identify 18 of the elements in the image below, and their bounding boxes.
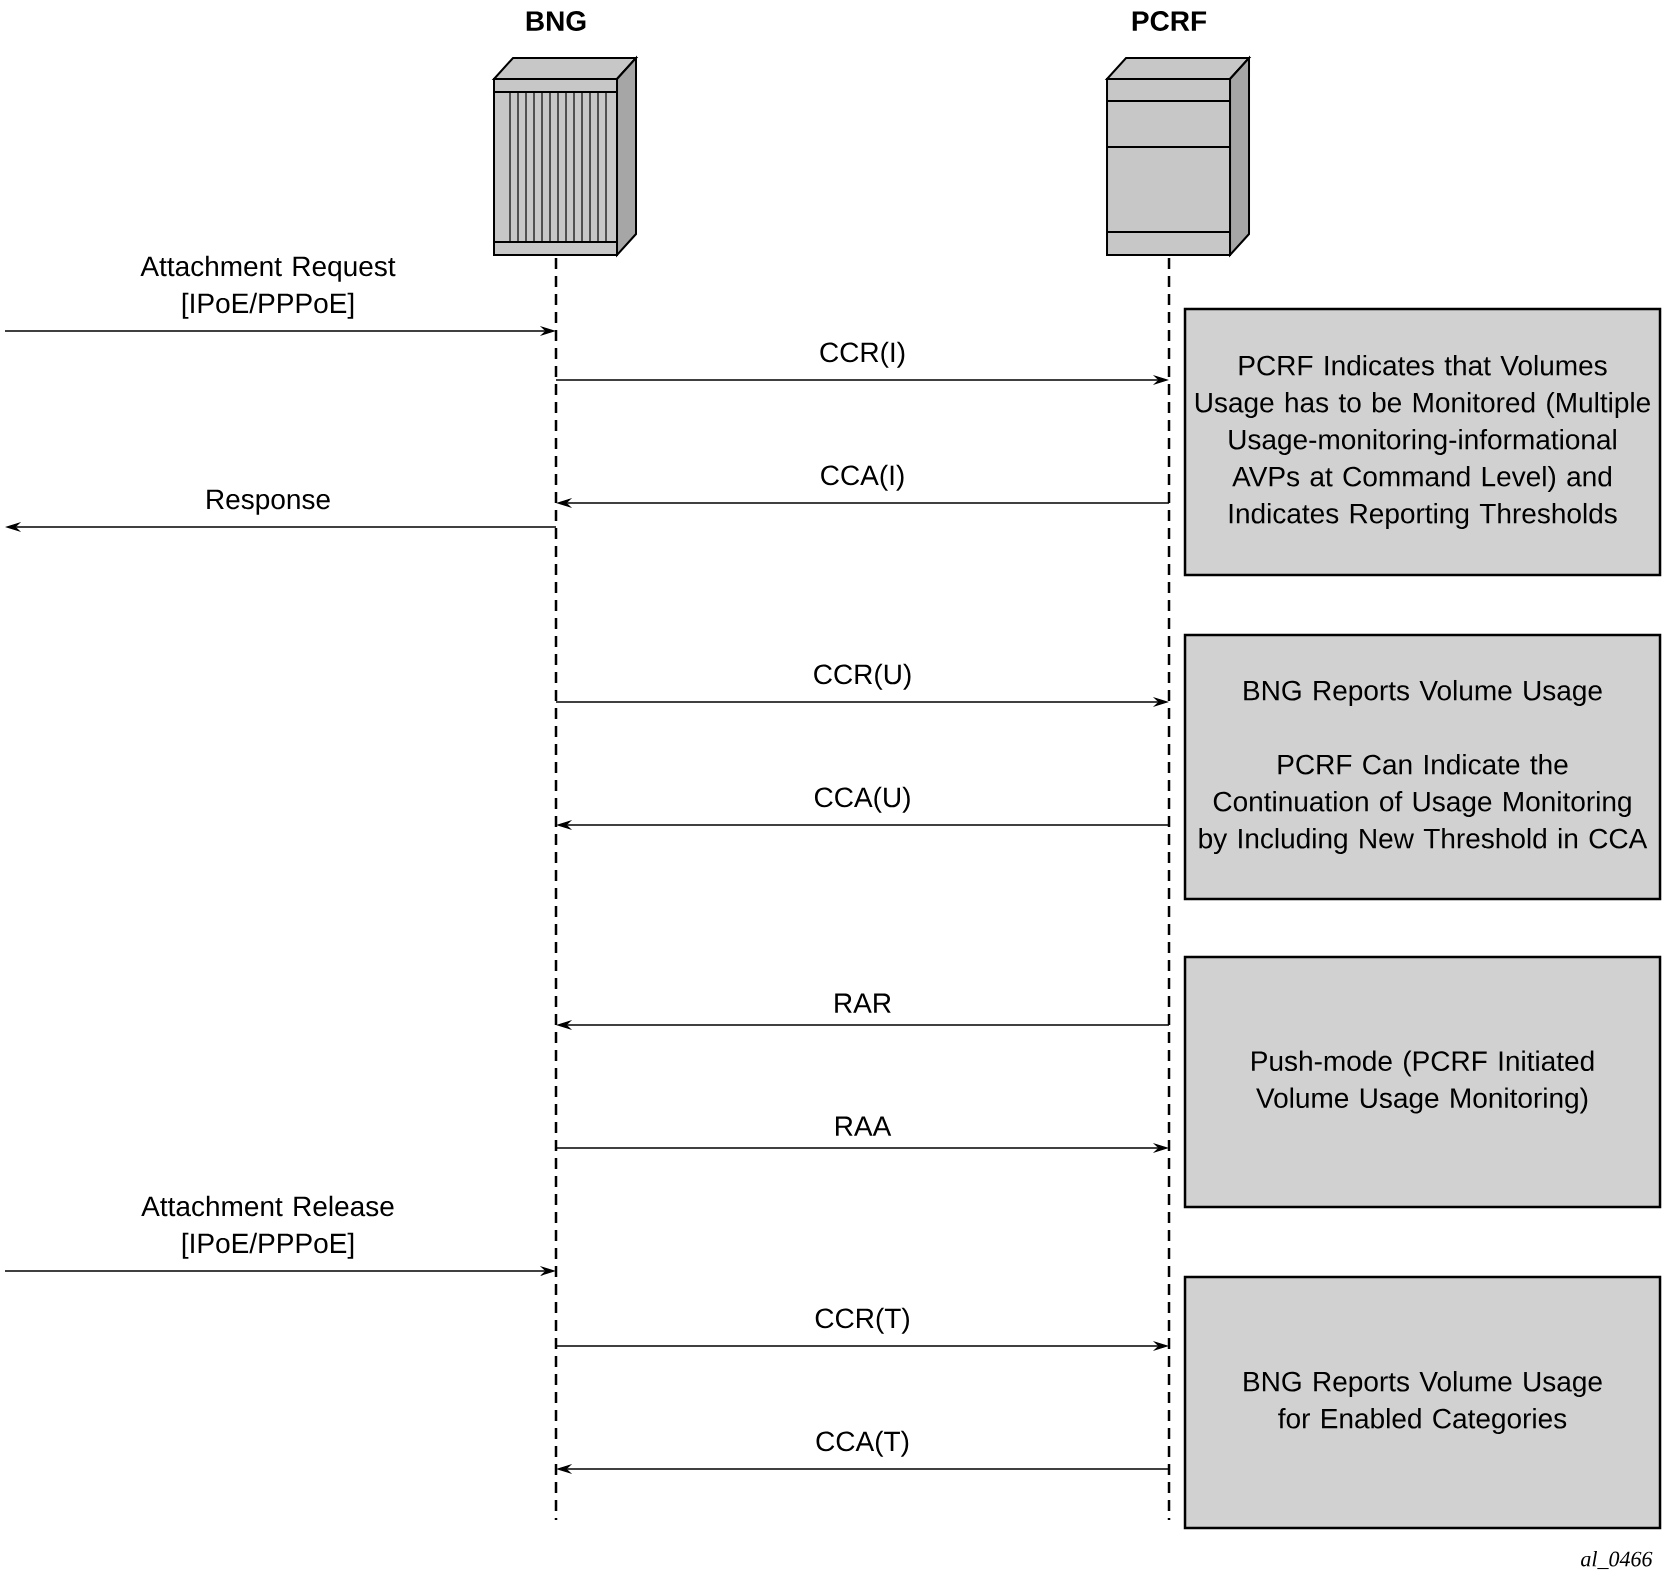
note-box: Push-mode (PCRF Initiated Volume Usage Monitoring)	[1183, 955, 1662, 1209]
edge-label: CCR(U)	[814, 663, 911, 690]
edge-label: CCA(T)	[816, 1430, 909, 1457]
edge-label: Attachment Release [IPoE/PPPoE]	[141, 1195, 394, 1259]
edge-label: CCA(I)	[821, 464, 904, 491]
note-box: BNG Reports Volume Usage for Enabled Categories	[1183, 1275, 1662, 1530]
note-box: BNG Reports Volume Usage PCRF Can Indicate the Continuation of Usage Monitoring by Including New Threshold in CCA	[1183, 633, 1662, 901]
note-box: PCRF Indicates that Volumes Usage has to be Monitored (Multiple Usage-monitoring-informational AVPs at Command Level) and Indicates Reporting Thresholds	[1183, 307, 1662, 577]
lifeline-title: PCRF	[1132, 11, 1207, 31]
edge-label: RAR	[835, 993, 891, 1013]
edge-label: CCR(I)	[820, 341, 905, 368]
edge-label: Response	[207, 489, 330, 515]
edge-label: RAA	[836, 1116, 892, 1136]
figure-id: al_0466	[1581, 1550, 1653, 1570]
edge-label: CCR(T)	[815, 1307, 909, 1334]
lifeline-title: BNG	[526, 11, 586, 31]
edge-label: CCA(U)	[814, 786, 910, 813]
edge-label: Attachment Request [IPoE/PPPoE]	[140, 255, 396, 319]
